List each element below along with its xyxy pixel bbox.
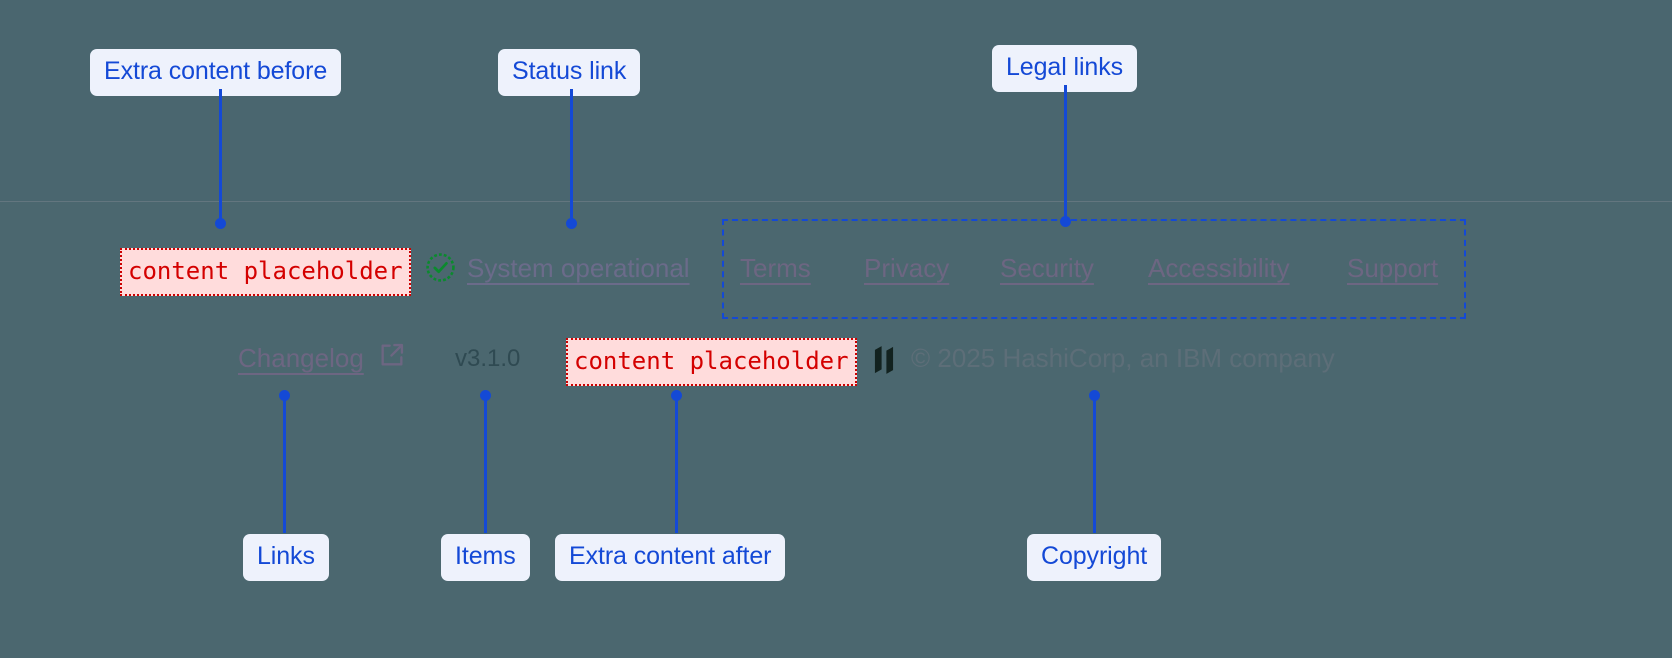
status-link[interactable]: System operational	[467, 253, 690, 283]
changelog-link-label: Changelog	[238, 343, 364, 373]
changelog-link[interactable]: Changelog	[238, 345, 364, 371]
extra-content-after-placeholder: content placeholder	[566, 338, 857, 386]
annotation-connector-extra-before	[219, 89, 222, 224]
legal-link-privacy[interactable]: Privacy	[864, 253, 950, 283]
annotation-connector-extra-after	[675, 396, 678, 533]
annotation-connector-copyright	[1093, 396, 1096, 533]
annotation-label-links: Links	[243, 534, 329, 581]
annotation-dot-copyright	[1089, 390, 1100, 401]
annotation-dot-extra-before	[215, 218, 226, 229]
copyright-text: © 2025 HashiCorp, an IBM company	[911, 343, 1335, 373]
annotation-label-copyright: Copyright	[1027, 534, 1162, 581]
legal-link-terms[interactable]: Terms	[740, 253, 811, 283]
annotation-dot-status-link	[566, 218, 577, 229]
annotation-box-legal-links	[722, 219, 1466, 319]
footer-item-version: v3.1.0	[455, 345, 521, 372]
annotation-dot-legal-links	[1060, 216, 1071, 227]
annotation-dot-links	[279, 390, 290, 401]
hashicorp-logo	[874, 346, 894, 374]
annotation-connector-links	[283, 396, 286, 533]
annotation-connector-status-link	[570, 89, 573, 224]
annotation-label-status-link: Status link	[498, 49, 641, 96]
annotation-dot-items	[480, 390, 491, 401]
external-link-icon	[381, 343, 404, 366]
annotation-connector-items	[484, 396, 487, 533]
annotation-connector-legal-links	[1064, 85, 1067, 222]
extra-content-before-placeholder: content placeholder	[120, 248, 411, 296]
legal-link-support[interactable]: Support	[1347, 253, 1439, 283]
legal-link-security[interactable]: Security	[1000, 253, 1094, 283]
annotation-dot-extra-after	[671, 390, 682, 401]
annotation-label-legal-links: Legal links	[992, 45, 1138, 92]
annotation-label-items: Items	[441, 534, 530, 581]
annotation-label-extra-before: Extra content before	[90, 49, 342, 96]
legal-link-accessibility[interactable]: Accessibility	[1148, 253, 1290, 283]
check-circle-icon	[426, 253, 455, 282]
annotation-label-extra-after: Extra content after	[555, 534, 786, 581]
